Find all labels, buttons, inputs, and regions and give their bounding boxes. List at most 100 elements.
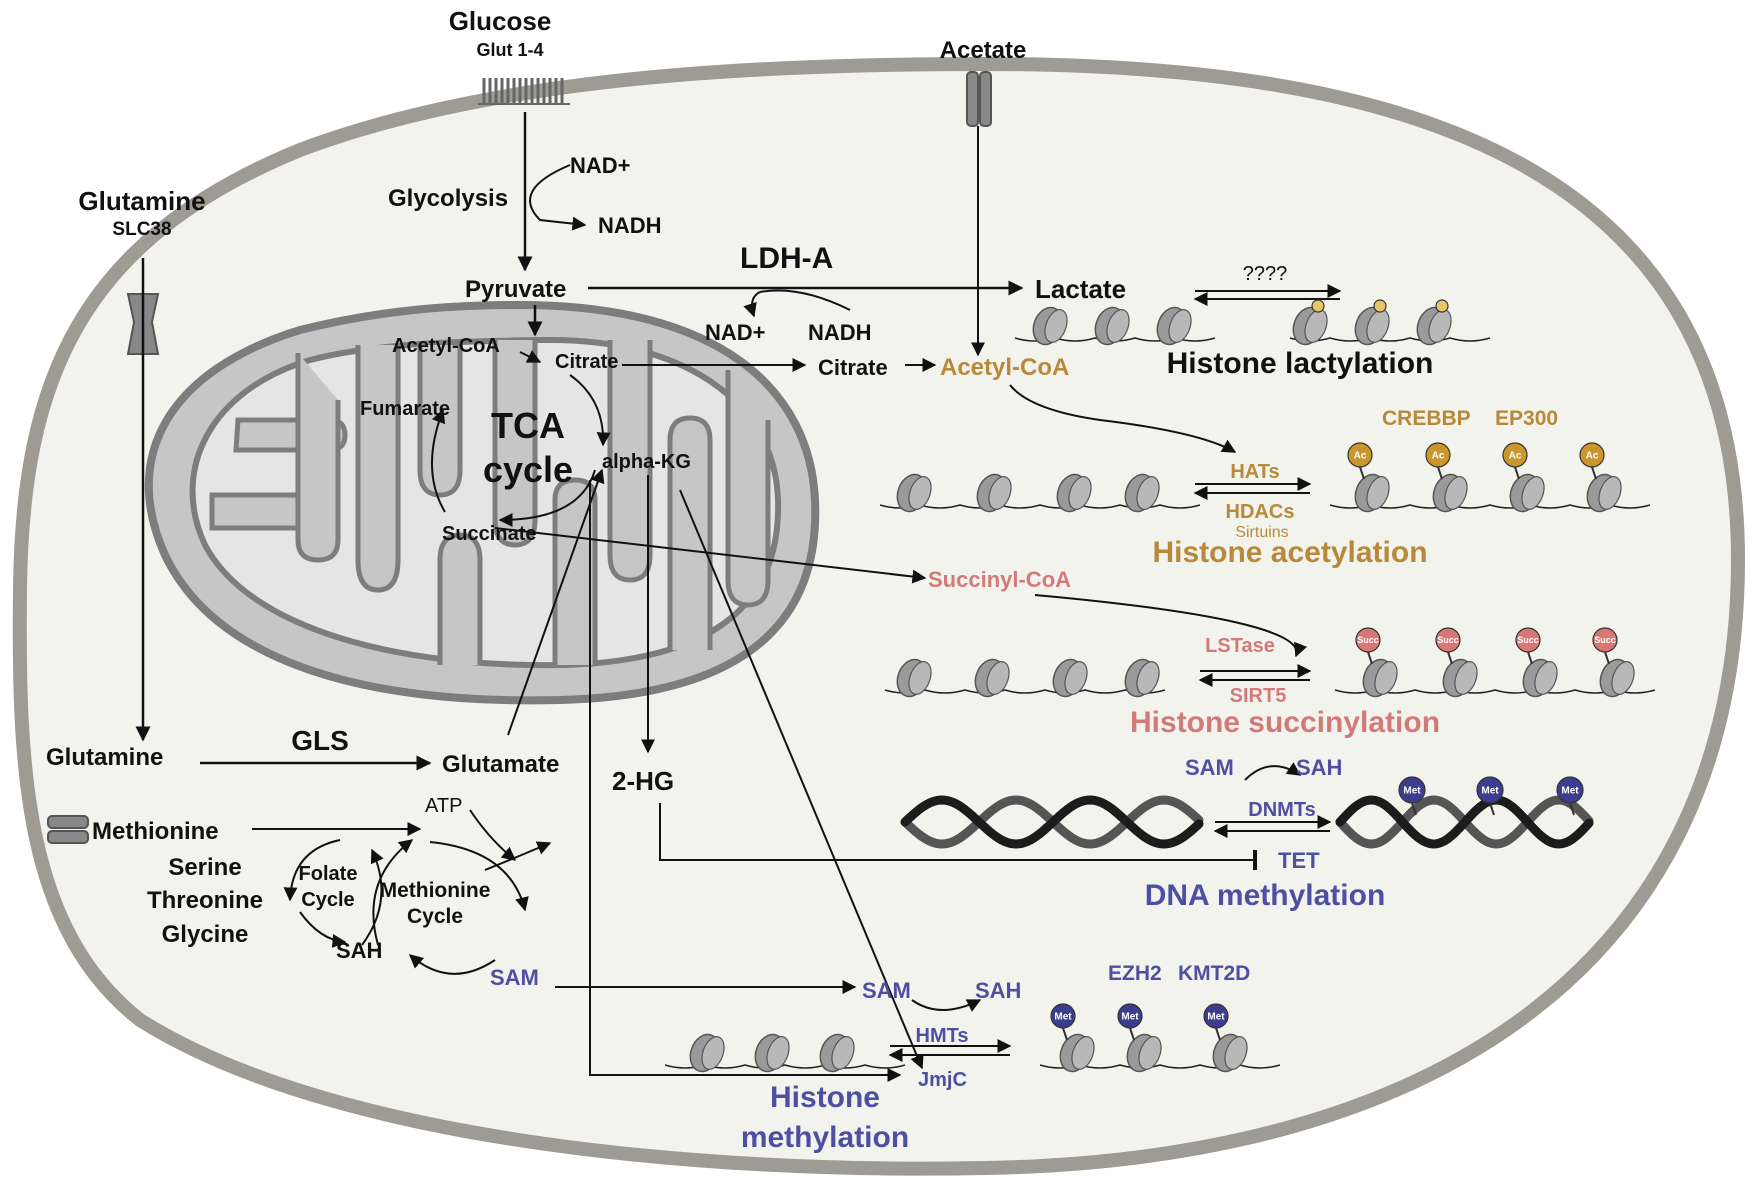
nucleosome-icon	[1598, 476, 1622, 510]
jmjc-label: JmjC	[918, 1069, 967, 1091]
mark-stem	[1527, 651, 1533, 665]
nucleosome-icon	[1044, 309, 1068, 343]
acetyl-mark-text: Ac	[1354, 451, 1367, 462]
crebbp-label: CREBBP	[1382, 407, 1471, 430]
lstase-label: LSTase	[1205, 635, 1275, 657]
nucleosome-icon	[1168, 309, 1192, 343]
methyl-mark-text: Met	[1054, 1012, 1072, 1023]
mito-citrate-label: Citrate	[555, 351, 618, 373]
methyl-mark-icon	[1050, 1003, 1076, 1029]
methionine-label: Methionine	[92, 818, 219, 845]
threonine-label: Threonine	[147, 887, 263, 914]
succinyl-mark-text: Succ	[1594, 635, 1616, 645]
equilibrium-arrows	[888, 284, 1342, 1062]
lactate-label: Lactate	[1035, 274, 1126, 304]
histone-methylation-title-2: methylation	[741, 1121, 909, 1154]
methionine-channel-icon	[47, 815, 89, 844]
mark-stem	[1367, 651, 1373, 665]
ep300-label: EP300	[1495, 407, 1558, 430]
acetate-channel-icon	[966, 71, 992, 127]
nucleosome-icon	[1521, 476, 1545, 510]
hdacs-label: HDACs	[1226, 501, 1295, 523]
nucleosome-icon	[1454, 661, 1478, 695]
mark-stem	[1514, 466, 1520, 480]
nucleosome-icon	[1068, 476, 1092, 510]
mark-stem	[1437, 466, 1443, 480]
sirt5-label: SIRT5	[1230, 685, 1287, 707]
methyl-mark-icon	[1203, 1003, 1229, 1029]
succinyl-mark-icon	[1355, 627, 1381, 653]
succinyl-coa-label: Succinyl-CoA	[928, 567, 1071, 592]
acetyl-mark-icon	[1502, 442, 1528, 468]
serine-label: Serine	[168, 854, 241, 881]
nucleosome-icon	[831, 1036, 855, 1070]
histone-acetylation-title: Histone acetylation	[1152, 536, 1427, 569]
glycine-label: Glycine	[162, 921, 249, 948]
histone-methylation-title-1: Histone	[770, 1081, 880, 1114]
nucleosome-icon	[701, 1036, 725, 1070]
nucleosome-icon	[1374, 661, 1398, 695]
mark-stem	[1062, 1027, 1068, 1041]
mark-stem	[1489, 802, 1495, 816]
acetyl-mark-text: Ac	[1586, 451, 1599, 462]
two-hg-label: 2-HG	[612, 766, 674, 796]
succinyl-mark-text: Succ	[1357, 635, 1379, 645]
succinyl-mark-icon	[1592, 627, 1618, 653]
glut-label: Glut 1-4	[476, 40, 543, 60]
nucleosome-icon	[766, 1036, 790, 1070]
lactylation-fiber-modified	[1289, 337, 1491, 342]
dna-methyl-mark-icon	[1476, 776, 1504, 804]
gls-label: GLS	[291, 725, 349, 756]
nucleosome-icon	[1071, 1036, 1095, 1070]
nucleosome-icon	[1611, 661, 1635, 695]
ezh2-label: EZH2	[1108, 962, 1162, 985]
nucleosome-icon	[908, 476, 932, 510]
acetyl-mark-icon	[1347, 442, 1373, 468]
glucose-label: Glucose	[449, 6, 552, 36]
pyruvate-label: Pyruvate	[465, 276, 566, 303]
glutamine-label: Glutamine	[46, 744, 163, 771]
histone-lactylation-title: Histone lactylation	[1167, 347, 1434, 380]
nucleosome-icon	[1366, 476, 1390, 510]
dna-helix-methylated-strand	[1335, 795, 1594, 849]
succinate-label: Succinate	[442, 523, 536, 545]
methyl-mark-icon	[1117, 1003, 1143, 1029]
mark-stem	[1447, 651, 1453, 665]
mark-stem	[1604, 651, 1610, 665]
acetyl-mark-text: Ac	[1509, 451, 1522, 462]
lactyl-mark-icon	[1435, 299, 1449, 313]
mito-acetyl-coa-label: Acetyl-CoA	[392, 335, 500, 357]
glycolysis-label: Glycolysis	[388, 185, 508, 212]
methyl-labels: SAM SAH DNMTs TET DNA methylation SAM SA…	[490, 755, 1385, 1154]
nucleosome-icon	[1136, 476, 1160, 510]
mark-stem	[1359, 466, 1365, 480]
unknown-enzyme-label: ????	[1243, 263, 1288, 285]
succinyl-labels: Succinyl-CoA LSTase SIRT5 Histone succin…	[928, 567, 1440, 739]
methionine-cycle-label-2: Cycle	[407, 905, 463, 928]
kmt2d-label: KMT2D	[1178, 962, 1250, 985]
atp-label: ATP	[425, 795, 462, 817]
folate-cycle-label-2: Cycle	[301, 889, 354, 911]
cytosol-acetyl-coa-label: Acetyl-CoA	[940, 354, 1069, 381]
lactyl-mark-icon	[1373, 299, 1387, 313]
alpha-kg-label: alpha-KG	[602, 451, 691, 473]
dna-sam-label: SAM	[1185, 755, 1234, 780]
dna-sah-label: SAH	[1296, 755, 1342, 780]
dna-methyl-mark-icon	[1398, 776, 1426, 804]
nucleosome-icon	[1064, 661, 1088, 695]
methionine-cycle-label-1: Methionine	[380, 879, 491, 902]
labels: Glucose Glut 1-4 Acetate Glutamine SLC38…	[46, 6, 1433, 963]
tca-title-1: TCA	[491, 405, 565, 446]
folate-cycle-label-1: Folate	[299, 863, 358, 885]
fumarate-label: Fumarate	[360, 398, 450, 420]
dna-methyl-mark-icon	[1556, 776, 1584, 804]
nucleosome-icon	[1138, 1036, 1162, 1070]
acetyl-mark-text: Ac	[1432, 451, 1445, 462]
succinyl-mark-icon	[1435, 627, 1461, 653]
succinyl-mark-text: Succ	[1437, 635, 1459, 645]
sah-label: SAH	[336, 938, 382, 963]
glut-transporter-icon	[478, 78, 570, 105]
